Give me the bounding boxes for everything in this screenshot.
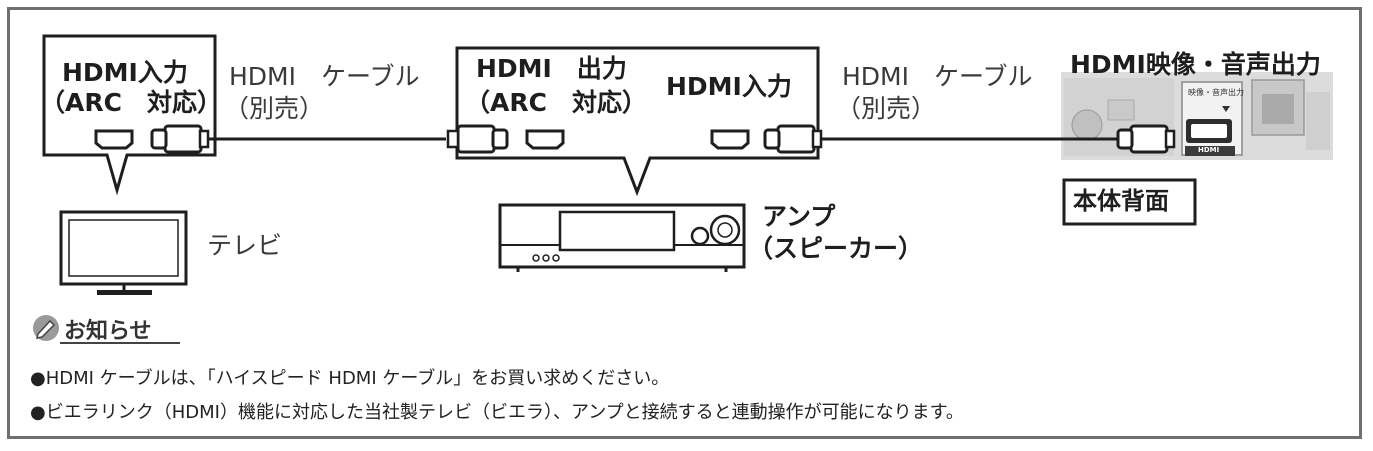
notice-item-2: ●ビエラリンク（HDMI）機能に対応した当社製テレビ（ビエラ）、アンプと接続する… xyxy=(30,398,964,424)
plug-left-tv xyxy=(165,126,201,152)
cable-right-sold-separately: （別売） xyxy=(836,94,936,124)
amp-speaker-label: （スピーカー） xyxy=(748,234,923,264)
jack-small-label: 映像・音声出力 xyxy=(1188,87,1244,98)
plug-left-amp xyxy=(458,126,494,152)
plug-right-unit xyxy=(1131,126,1167,152)
plug-right-amp xyxy=(778,126,814,152)
hdmi-badge: HDMI xyxy=(1198,146,1219,154)
hdmi-jack-amp-in xyxy=(712,131,748,148)
notice-item-1: ●HDMI ケーブルは、「ハイスピード HDMI ケーブル」をお買い求めください… xyxy=(30,364,669,390)
cable-right-label: HDMI ケーブル xyxy=(842,62,1033,92)
tv-arc-label: （ARC 対応） xyxy=(40,88,222,118)
amplifier-icon xyxy=(500,205,744,272)
rear-caption: 本体背面 xyxy=(1073,186,1169,216)
hdmi-jack-amp-out xyxy=(527,131,563,148)
hdmi-av-output-label: HDMI映像・音声出力 xyxy=(1070,50,1321,80)
cable-left xyxy=(152,126,507,152)
rear-panel-image xyxy=(1061,72,1333,160)
tv-icon xyxy=(61,212,186,295)
amp-arc-label: （ARC 対応） xyxy=(465,88,647,118)
hdmi-jack-tv xyxy=(96,131,132,148)
notice-heading: お知らせ xyxy=(64,313,152,345)
amp-hdmi-output-label: HDMI 出力 xyxy=(476,54,627,84)
tv-hdmi-input-label: HDMI入力 xyxy=(62,58,188,88)
cable-left-label: HDMI ケーブル xyxy=(229,62,420,92)
tv-label: テレビ xyxy=(207,226,282,262)
cable-left-sold-separately: （別売） xyxy=(224,94,324,124)
pencil-icon xyxy=(33,315,59,341)
amp-hdmi-input-label: HDMI入力 xyxy=(666,72,792,102)
amp-label: アンプ xyxy=(762,202,835,232)
